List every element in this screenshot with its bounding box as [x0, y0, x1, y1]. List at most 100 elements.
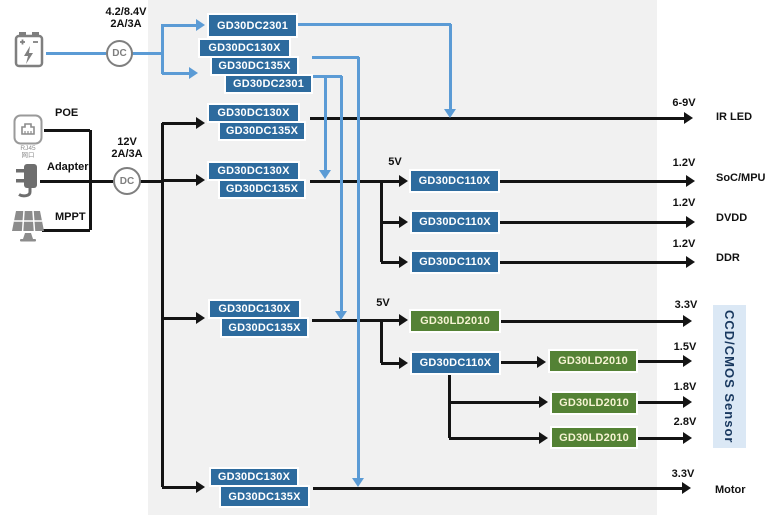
- arrowhead-right: [539, 396, 548, 408]
- label-12v: 12V: [117, 136, 137, 148]
- rj45-icon: [13, 114, 43, 150]
- power-connector: [500, 220, 686, 224]
- power-connector: [42, 228, 90, 232]
- backup-power-connector: [162, 23, 196, 27]
- power-connector: [44, 128, 90, 132]
- arrowhead-right: [399, 256, 408, 268]
- backup-power-connector: [312, 74, 342, 78]
- node-gd30dc130x: GD30DC130X: [207, 161, 300, 181]
- node-gd30dc135x: GD30DC135X: [219, 485, 310, 508]
- label-1-2v: 1.2V: [672, 238, 696, 250]
- label-3-3v: 3.3V: [674, 299, 698, 311]
- backup-power-connector: [160, 24, 164, 74]
- arrowhead-right: [399, 314, 408, 326]
- power-connector: [381, 260, 399, 264]
- power-connector: [310, 116, 684, 120]
- arrowhead-right: [196, 117, 205, 129]
- power-connector: [162, 316, 196, 320]
- power-connector: [40, 179, 113, 183]
- label-mppt: MPPT: [55, 211, 86, 223]
- node-gd30dc110x: GD30DC110X: [410, 210, 500, 234]
- arrowhead-right: [399, 175, 408, 187]
- power-connector: [381, 361, 399, 365]
- node-gd30dc135x: GD30DC135X: [210, 56, 299, 76]
- label-adapter: Adapter: [47, 161, 89, 173]
- arrowhead-right: [537, 356, 546, 368]
- arrowhead-right: [196, 481, 205, 493]
- ccd-cmos-sensor-panel: CCD/CMOS Sensor: [713, 305, 746, 448]
- power-connector: [449, 436, 539, 440]
- label-2a-3a: 2A/3A: [111, 148, 143, 160]
- arrowhead-down: [352, 478, 364, 487]
- battery-dc-converter: DC: [106, 40, 133, 67]
- power-connector: [310, 179, 381, 183]
- label-3-3v: 3.3V: [671, 468, 695, 480]
- power-connector: [160, 123, 164, 487]
- power-connector: [638, 400, 683, 404]
- node-gd30dc110x: GD30DC110X: [410, 351, 501, 375]
- label-1-5v: 1.5V: [673, 341, 697, 353]
- node-gd30ld2010: GD30LD2010: [548, 349, 638, 373]
- node-gd30dc135x: GD30DC135X: [218, 121, 306, 141]
- node-gd30ld2010: GD30LD2010: [409, 309, 501, 333]
- arrowhead-right: [683, 355, 692, 367]
- arrowhead-right: [196, 19, 205, 31]
- rj45-caption-line1: RJ45: [20, 145, 36, 152]
- arrowhead-right: [196, 174, 205, 186]
- power-connector: [449, 400, 539, 404]
- node-gd30dc110x: GD30DC110X: [409, 169, 500, 193]
- label-4-2-8-4v: 4.2/8.4V: [105, 6, 147, 18]
- rj45-caption-line2: 网口: [21, 152, 35, 159]
- node-gd30dc2301: GD30DC2301: [207, 13, 298, 38]
- label-poe: POE: [55, 107, 79, 119]
- label-5v: 5V: [388, 156, 402, 168]
- arrowhead-right: [684, 112, 693, 124]
- label-motor: Motor: [715, 484, 746, 496]
- arrowhead-down: [335, 311, 347, 320]
- label-1-2v: 1.2V: [672, 157, 696, 169]
- label-ddr: DDR: [716, 252, 740, 264]
- node-gd30dc130x: GD30DC130X: [209, 467, 299, 487]
- power-connector: [638, 436, 683, 440]
- power-connector: [501, 319, 683, 323]
- label-dvdd: DVDD: [716, 212, 748, 224]
- label-2-8v: 2.8V: [673, 416, 697, 428]
- power-connector: [638, 359, 683, 363]
- label-1-2v: 1.2V: [672, 197, 696, 209]
- solar-panel-icon: [11, 209, 45, 250]
- power-connector: [140, 179, 163, 183]
- adapter-plug-icon: [16, 156, 44, 203]
- arrowhead-down: [319, 170, 331, 179]
- power-connector: [381, 220, 399, 224]
- power-connector: [381, 179, 399, 183]
- arrowhead-right: [682, 482, 691, 494]
- node-gd30dc110x: GD30DC110X: [410, 250, 500, 274]
- power-connector: [501, 360, 537, 364]
- arrowhead-right: [686, 216, 695, 228]
- power-connector: [381, 318, 399, 322]
- power-connector: [313, 486, 682, 490]
- backup-power-connector: [46, 51, 106, 55]
- arrowhead-down: [444, 109, 456, 118]
- backup-power-connector: [323, 76, 327, 170]
- backup-power-connector: [356, 57, 360, 478]
- backup-power-connector: [297, 22, 451, 26]
- battery-icon: [14, 31, 44, 73]
- arrowhead-right: [539, 432, 548, 444]
- arrowhead-right: [686, 256, 695, 268]
- arrowhead-right: [399, 357, 408, 369]
- arrowhead-right: [686, 175, 695, 187]
- node-gd30dc2301: GD30DC2301: [224, 74, 313, 94]
- node-gd30dc130x: GD30DC130X: [208, 299, 301, 319]
- arrowhead-right: [189, 67, 198, 79]
- label-2a-3a: 2A/3A: [110, 18, 142, 30]
- label-6-9v: 6-9V: [672, 97, 696, 109]
- mains-dc-converter: DC: [113, 167, 141, 195]
- backup-power-connector: [448, 24, 452, 109]
- backup-power-connector: [312, 55, 359, 59]
- backup-power-connector: [339, 76, 343, 311]
- label-1-8v: 1.8V: [673, 381, 697, 393]
- power-connector: [162, 485, 196, 489]
- arrowhead-right: [196, 312, 205, 324]
